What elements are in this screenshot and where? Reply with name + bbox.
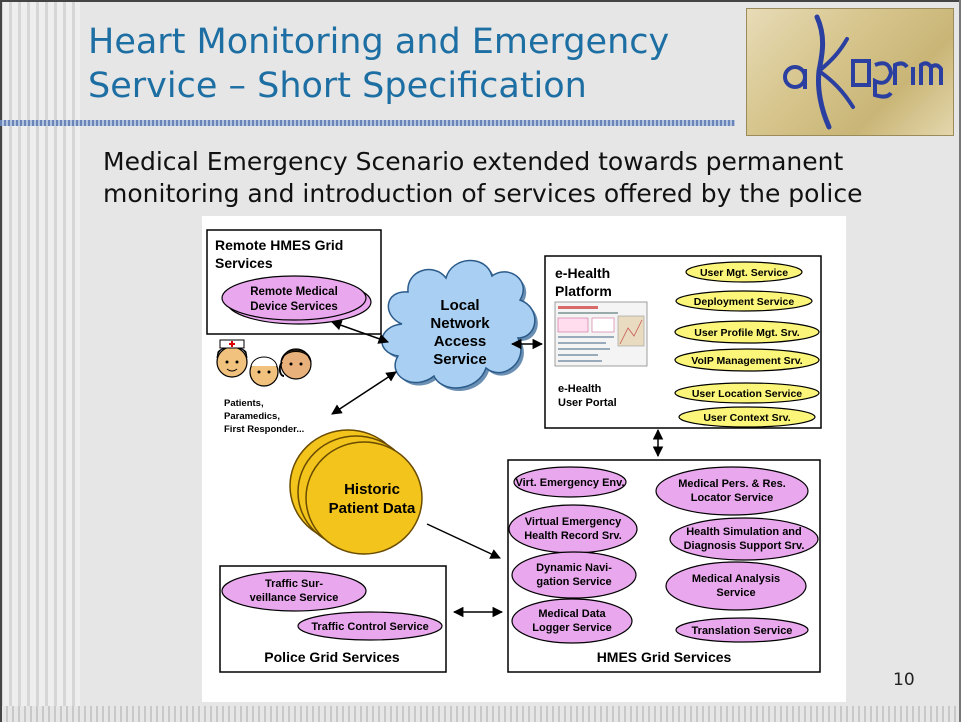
medical-data-logger-label-1: Medical Data: [538, 608, 606, 620]
patients-label-1: Patients,: [224, 398, 264, 409]
historic-label-1: Historic: [344, 481, 400, 498]
voip-label: VoIP Management Srv.: [691, 355, 803, 367]
medical-analysis-label-2: Service: [716, 587, 755, 599]
ehealth-portal-2: User Portal: [558, 397, 617, 409]
translation-label: Translation Service: [692, 625, 793, 637]
deployment-ellipse: [675, 290, 813, 312]
subtitle-line-2: monitoring and introduction of services …: [103, 179, 863, 208]
title-line-2: Service – Short Specification: [88, 66, 587, 106]
hmes-title: HMES Grid Services: [597, 649, 732, 665]
user-mgt-label: User Mgt. Service: [700, 267, 788, 279]
remote-hmes-title-1: Remote HMES Grid: [215, 237, 343, 253]
frame-right: [959, 0, 961, 722]
hmes-grid-box: Virt. Emergency Env. Medical Pers. & Res…: [507, 459, 821, 673]
traffic-surveillance-label-2: veillance Service: [250, 592, 339, 604]
virtual-health-record-label-1: Virtual Emergency: [525, 516, 622, 528]
user-mgt-ellipse: [685, 261, 803, 283]
frame-top: [0, 0, 961, 2]
virt-emergency-ellipse: [513, 466, 627, 498]
people-icon: [216, 339, 312, 387]
translation-ellipse: [675, 617, 809, 643]
dynamic-navigation-label-2: gation Service: [536, 576, 611, 588]
patients-label-3: First Responder...: [224, 424, 304, 435]
medical-pers-label-2: Locator Service: [691, 492, 774, 504]
medical-pers-label-1: Medical Pers. & Res.: [678, 478, 786, 490]
remote-medical-device-label-1: Remote Medical: [250, 286, 338, 298]
medical-data-logger-label-2: Logger Service: [532, 622, 611, 634]
arrow-historic-hmes: [426, 523, 501, 559]
arrow-patients-cloud: [331, 371, 397, 415]
deployment-label: Deployment Service: [694, 296, 795, 308]
medical-analysis-label-1: Medical Analysis: [692, 573, 780, 585]
ehealth-title-1: e-Health: [555, 265, 610, 281]
medical-pers-ellipse: [655, 466, 809, 516]
akogrimo-logo: [746, 8, 954, 136]
virtual-health-record-ellipse: [508, 504, 638, 554]
traffic-surveillance-ellipse: [221, 570, 367, 612]
traffic-surveillance-label-1: Traffic Sur-: [265, 578, 323, 590]
arrow-remote-cloud: [331, 320, 389, 344]
user-context-ellipse: [678, 406, 816, 428]
cloud-label-1: Local: [440, 297, 479, 314]
portal-screenshot: [554, 301, 648, 367]
local-network-cloud: Local Network Access Service: [381, 259, 538, 391]
cloud-label-4: Service: [433, 351, 486, 368]
voip-ellipse: [674, 348, 820, 372]
ehealth-portal-1: e-Health: [558, 383, 602, 395]
slide-title: Heart Monitoring and Emergency Service –…: [88, 20, 738, 108]
user-profile-ellipse: [674, 320, 820, 344]
virtual-health-record-label-2: Health Record Srv.: [524, 530, 622, 542]
page-number: 10: [893, 670, 915, 690]
traffic-control-ellipse: [297, 611, 443, 641]
cloud-label-2: Network: [430, 315, 490, 332]
decorative-stripes: [0, 0, 80, 722]
remote-hmes-box: Remote HMES Grid Services Remote Medical…: [206, 229, 382, 335]
user-location-ellipse: [674, 382, 820, 404]
health-simulation-label-1: Health Simulation and: [686, 526, 802, 538]
health-simulation-label-2: Diagnosis Support Srv.: [684, 540, 805, 552]
cloud-label-3: Access: [434, 333, 487, 350]
medical-data-logger-ellipse: [511, 598, 633, 644]
historic-patient-data: Historic Patient Data: [289, 429, 423, 555]
medical-analysis-ellipse: [665, 561, 807, 611]
dynamic-navigation-label-1: Dynamic Navi-: [536, 562, 612, 574]
bottom-strip: [0, 706, 961, 722]
user-context-label: User Context Srv.: [703, 412, 790, 424]
ehealth-services: User Mgt. Service Deployment Service Use…: [674, 261, 820, 428]
user-location-label: User Location Service: [692, 388, 802, 400]
frame-left: [0, 0, 2, 722]
virt-emergency-label: Virt. Emergency Env.: [515, 477, 624, 489]
police-grid-box: Traffic Sur- veillance Service Traffic C…: [219, 565, 447, 673]
subtitle-line-1: Medical Emergency Scenario extended towa…: [103, 147, 844, 176]
title-line-1: Heart Monitoring and Emergency: [88, 22, 670, 62]
remote-medical-device-ellipse: [221, 275, 367, 321]
remote-hmes-title-2: Services: [215, 255, 273, 271]
remote-medical-device-label-2: Device Services: [250, 301, 338, 313]
historic-label-2: Patient Data: [329, 500, 416, 517]
slide-subtitle: Medical Emergency Scenario extended towa…: [103, 146, 923, 210]
architecture-diagram: Remote HMES Grid Services Remote Medical…: [202, 216, 846, 702]
police-title: Police Grid Services: [264, 649, 400, 665]
patients-label-2: Paramedics,: [224, 411, 280, 422]
health-simulation-ellipse: [669, 517, 819, 561]
ehealth-title-2: Platform: [555, 283, 612, 299]
user-profile-label: User Profile Mgt. Srv.: [694, 327, 799, 339]
title-underline: [0, 120, 735, 126]
traffic-control-label: Traffic Control Service: [311, 621, 428, 633]
dynamic-navigation-ellipse: [511, 551, 637, 599]
